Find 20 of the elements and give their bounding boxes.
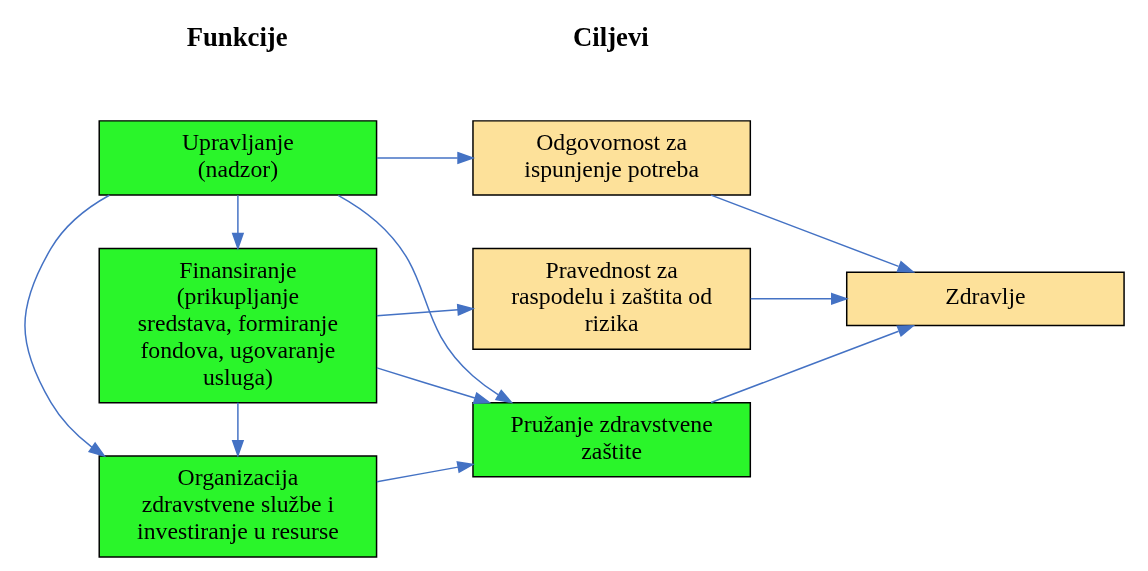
node-box: Upravljanje (nadzor) [98, 120, 377, 196]
label: Ciljevi [572, 21, 649, 52]
node-box: Organizacija zdravstvene službe i investiranje u resurse [98, 455, 377, 558]
arrow [375, 303, 475, 317]
node-box: Odgovornost za ispunjenje potreba [471, 120, 751, 196]
arrow [709, 324, 915, 404]
arrow [336, 194, 513, 404]
arrow [375, 461, 475, 483]
arrow [23, 194, 110, 458]
arrow [749, 292, 849, 306]
arrow [231, 402, 244, 458]
node-box: Finansiranje (prikupljanje sredstava, formiranje fondova, ugovaranje usluga) [98, 247, 377, 404]
arrow [375, 151, 475, 165]
arrow [231, 194, 244, 251]
node-box: Zdravlje [845, 271, 1125, 327]
arrow [709, 194, 915, 273]
node-box: Pravednost za raspodelu i zaštita od rizika [471, 247, 751, 350]
node-box: Pružanje zdravstvene zaštite [471, 401, 751, 478]
label: Funkcije [186, 21, 288, 52]
arrow [375, 367, 491, 404]
